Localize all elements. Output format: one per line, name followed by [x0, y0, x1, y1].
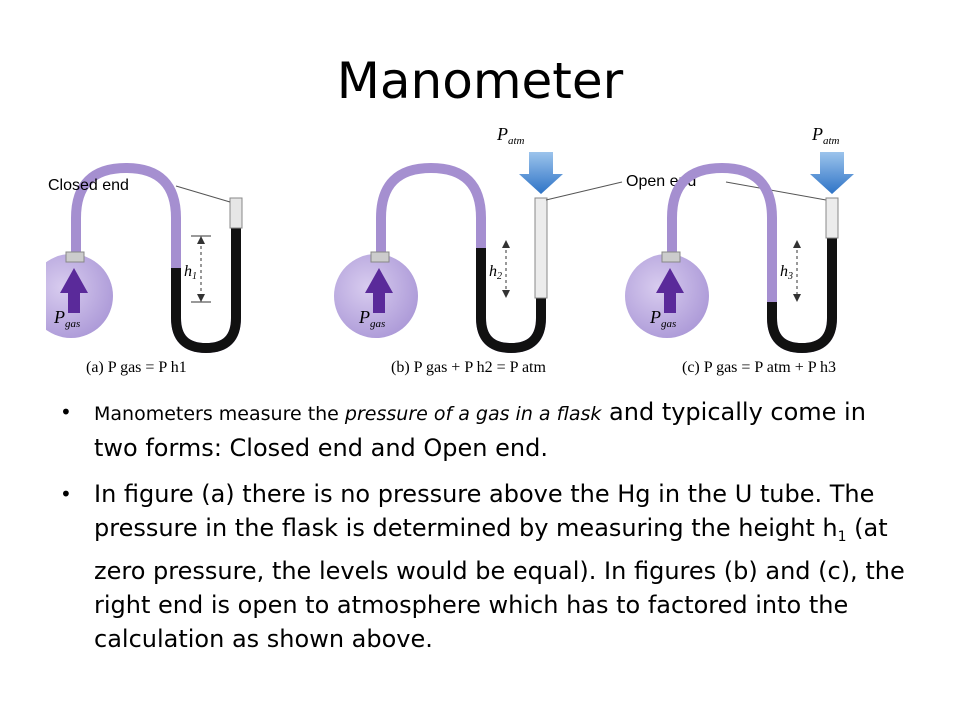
h2-label: h2	[489, 263, 502, 282]
bullet-1-italic: pressure of a gas in a flask	[344, 403, 602, 425]
closed-end-label: Closed end	[48, 177, 129, 194]
pgas-arrow-a	[60, 268, 88, 313]
bullet-1-text-b: and typically come in two forms: Closed …	[94, 398, 866, 462]
bullet-2-text-b: (at zero pressure, the levels would be e…	[94, 514, 905, 653]
caption-b: (b) P gas + P h2 = P atm	[391, 359, 546, 376]
patm-label-c: Patm	[811, 124, 840, 147]
bullet-list: • Manometers measure the pressure of a g…	[60, 395, 910, 668]
bullet-item-2: • In figure (a) there is no pressure abo…	[60, 477, 910, 656]
patm-arrow-c	[810, 152, 854, 194]
panel-c: Pgas h3 Patm (c) P gas = P atm + P h3	[625, 124, 854, 376]
bullet-2-subscript: 1	[837, 529, 847, 545]
slide-title: Manometer	[336, 52, 624, 110]
patm-arrow-b	[519, 152, 563, 194]
caption-a: (a) P gas = P h1	[86, 359, 187, 376]
pgas-arrow-b	[365, 268, 393, 313]
h3-label: h3	[780, 263, 793, 282]
pgas-label-c: Pgas	[649, 307, 676, 330]
mercury-a	[171, 226, 241, 354]
panel-a: Pgas h1 Closed end (a) P gas = P h1	[46, 162, 243, 376]
bullet-item-1: • Manometers measure the pressure of a g…	[60, 395, 910, 465]
manometer-figure: Pgas h1 Closed end (a) P gas = P h1 Pgas…	[46, 124, 854, 376]
mercury-b	[476, 248, 546, 354]
caption-c: (c) P gas = P atm + P h3	[682, 359, 836, 376]
bullet-dot: •	[60, 482, 72, 506]
bullet-1-text-a: Manometers measure the	[94, 403, 345, 425]
bullet-dot: •	[60, 400, 72, 424]
bullet-2-text-a: In figure (a) there is no pressure above…	[94, 480, 875, 542]
h1-label: h1	[184, 263, 197, 282]
pgas-label-b: Pgas	[358, 307, 385, 330]
panel-b: Pgas h2 Patm (b) P gas + P h2 = P atm	[334, 124, 563, 376]
mercury-c	[767, 238, 837, 354]
pgas-arrow-c	[656, 268, 684, 313]
patm-label-b: Patm	[496, 124, 525, 147]
pgas-label-a: Pgas	[53, 307, 80, 330]
